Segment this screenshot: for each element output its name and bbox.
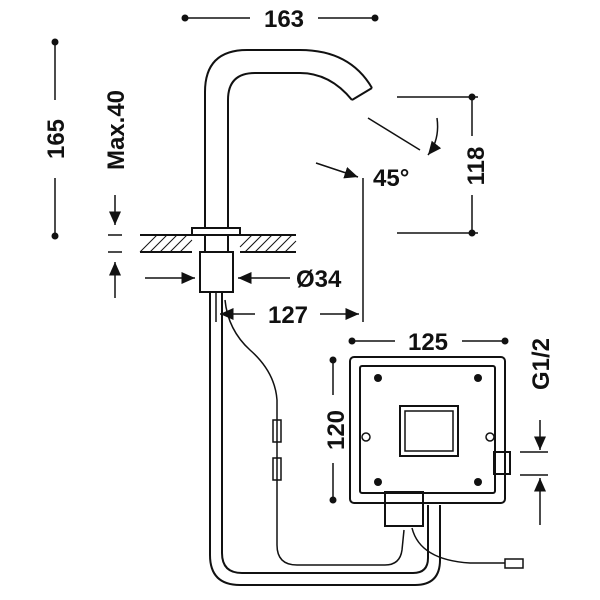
supply-hose [209,292,441,586]
dimension-spout-offset: 127 [215,178,364,329]
height-total-label: 165 [43,119,70,159]
mount-hole-icon [485,432,495,442]
inlet-fitting [493,451,511,475]
spout-height-label: 118 [463,147,490,186]
screw-icon [474,374,482,382]
mount-hole-icon [361,432,371,442]
screw-icon [374,478,382,486]
solenoid-cover [399,405,459,457]
cable-connector [272,419,282,443]
dimension-spout-angle: 45° [315,117,442,192]
faucet-spout [204,49,373,228]
countertop-section [139,234,297,253]
faucet-base-flange [191,227,241,293]
outlet-connector [384,491,424,527]
power-plug [504,558,524,569]
spout-angle-label: 45° [373,165,409,192]
dimension-width-total: 163 [181,6,379,33]
dimension-box-width: 125 [348,329,509,356]
cable-connector [272,457,282,481]
spout-offset-label: 127 [268,302,308,329]
dimension-height-total: 165 [43,38,70,240]
diameter-label: Ø34 [296,266,342,293]
screw-icon [374,374,382,382]
dimension-diameter: Ø34 [145,266,342,293]
dimension-deck-max: Max.40 [103,90,130,298]
box-width-label: 125 [408,329,448,356]
control-box [349,356,511,527]
deck-max-label: Max.40 [103,90,130,170]
power-cable [411,527,524,569]
dimension-spout-height: 118 [397,93,490,237]
sensor-cable [224,299,405,566]
dimension-box-height: 120 [323,356,350,504]
dimension-inlet-thread: G1/2 [520,338,555,525]
screw-icon [474,478,482,486]
inlet-thread-label: G1/2 [528,338,555,390]
width-total-label: 163 [264,6,304,33]
box-height-label: 120 [323,410,350,450]
